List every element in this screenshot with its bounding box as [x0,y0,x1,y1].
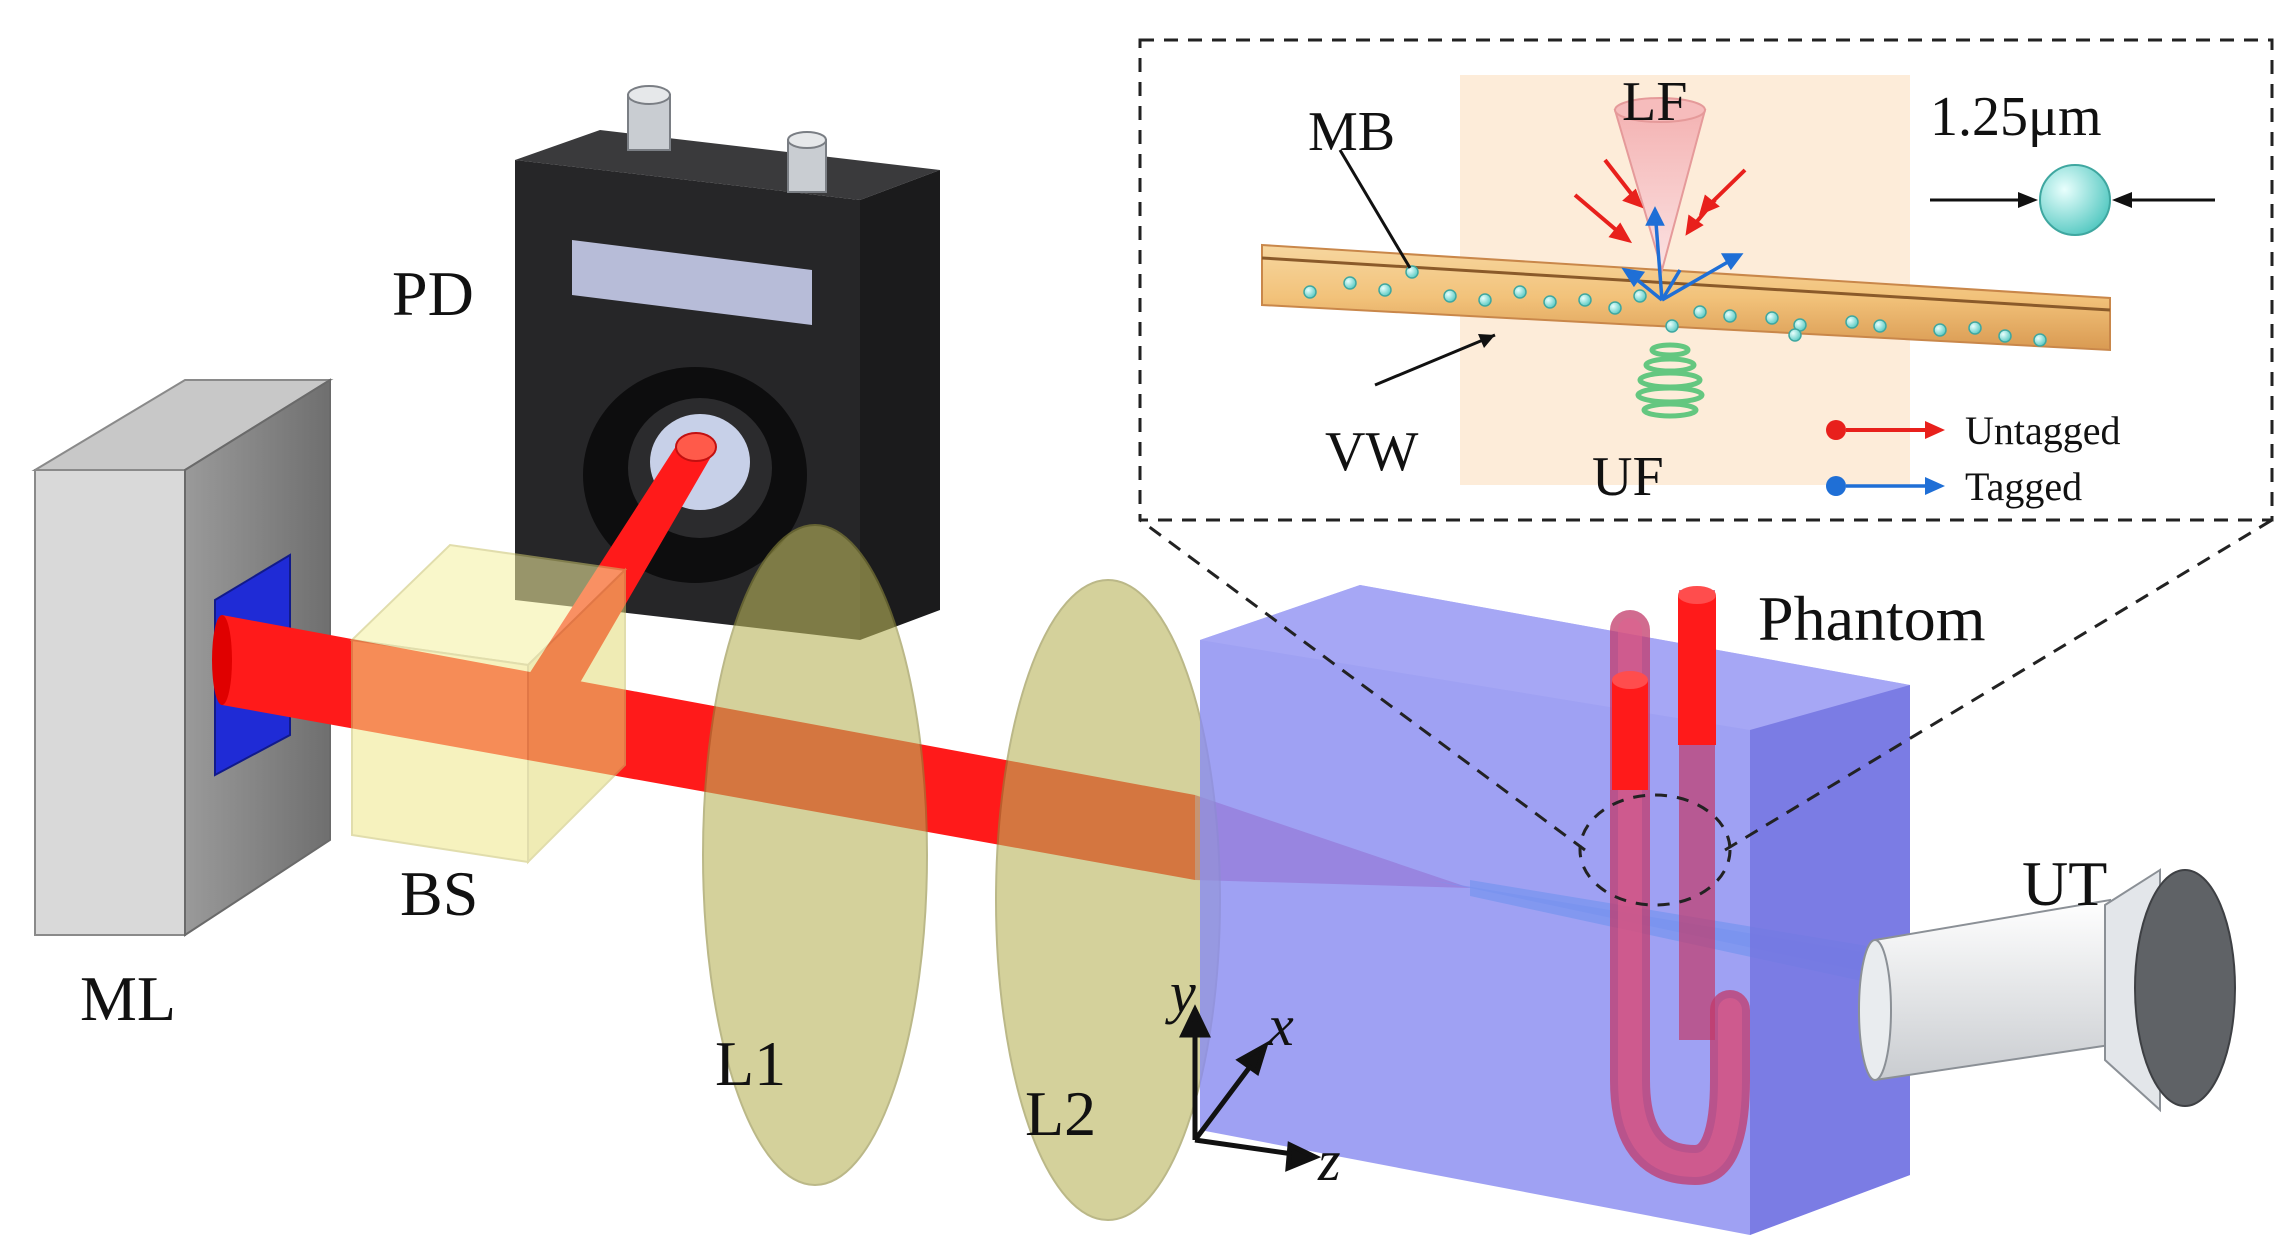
ultrasound-transducer [1858,868,2236,1113]
legend-tagged [1826,476,1945,496]
ultrasound-focus [1635,342,1705,419]
bubble-size-indicator [1930,164,2215,236]
label-ml: ML [80,963,176,1034]
label-l1: L1 [715,1028,786,1099]
legend-untagged-label: Untagged [1965,408,2121,453]
label-mb: MB [1308,101,1395,163]
vw-pointer [1374,333,1496,387]
label-vw: VW [1325,421,1418,483]
connector-knob-left [627,85,671,151]
label-pd: PD [392,258,474,329]
label-phantom: Phantom [1758,583,1986,654]
label-bubble-size: 1.25μm [1930,86,2102,148]
untagged-photons [1573,158,1747,244]
legend-untagged [1826,420,1945,440]
label-uf: UF [1592,446,1664,508]
axis-label-z: z [1317,1128,1341,1193]
axis-label-x: x [1267,993,1294,1058]
inset-panel [1138,38,2274,522]
connector-knob-right [787,131,827,193]
focal-region-marker [1578,793,1732,907]
tagged-photons [1621,206,1744,302]
label-lf: LF [1622,71,1687,133]
vessel-tube [1610,586,1750,1186]
coordinate-axes [1179,1004,1322,1172]
legend-tagged-label: Tagged [1965,464,2082,509]
label-ut: UT [2022,848,2107,919]
mb-pointer [1338,149,1412,269]
label-l2: L2 [1025,1078,1096,1149]
beam-splitter [349,543,628,865]
inset-callout-lines [1139,518,2273,852]
phantom [1200,585,1910,1235]
axis-label-y: y [1165,960,1196,1025]
photodetector [515,85,940,640]
label-bs: BS [400,858,478,929]
microbubbles [1303,265,2047,347]
lens-l1 [702,524,928,1186]
vessel-wall [1261,243,2111,352]
